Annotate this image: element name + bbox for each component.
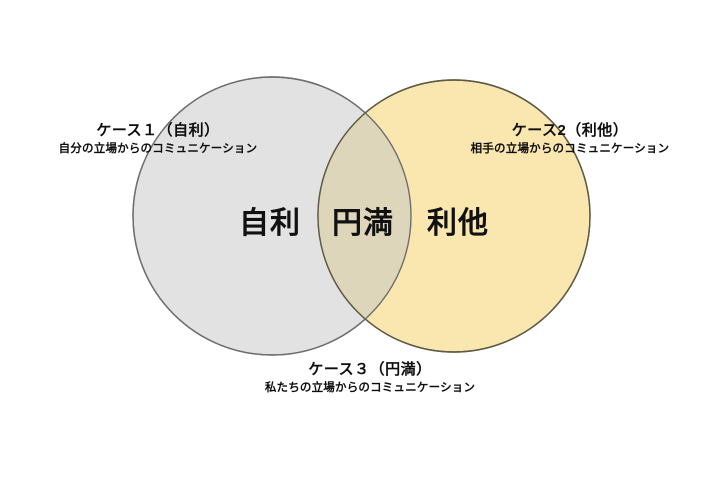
- callout-case1-subtitle: 自分の立場からのコミュニケーション: [58, 143, 258, 156]
- altruism-circle-outline: [317, 79, 591, 353]
- callout-case2: ケース2（利他） 相手の立場からのコミュニケーション: [440, 122, 700, 156]
- callout-case1: ケース１（自利） 自分の立場からのコミュニケーション: [28, 122, 288, 156]
- self-interest-circle-outline: [132, 76, 412, 356]
- callout-case2-subtitle: 相手の立場からのコミュニケーション: [470, 143, 670, 156]
- region-label-self-interest: 自利: [239, 207, 301, 240]
- callout-case3-title: ケース３（円満）: [308, 361, 432, 378]
- overlap-region: [318, 80, 411, 352]
- callout-case2-title: ケース2（利他）: [511, 122, 629, 139]
- callout-case3-subtitle: 私たちの立場からのコミュニケーション: [264, 382, 476, 395]
- region-label-altruism: 利他: [427, 207, 489, 240]
- callout-case1-title: ケース１（自利）: [96, 122, 220, 139]
- callout-case3: ケース３（円満） 私たちの立場からのコミュニケーション: [200, 361, 540, 395]
- region-label-harmony: 円満: [332, 207, 394, 240]
